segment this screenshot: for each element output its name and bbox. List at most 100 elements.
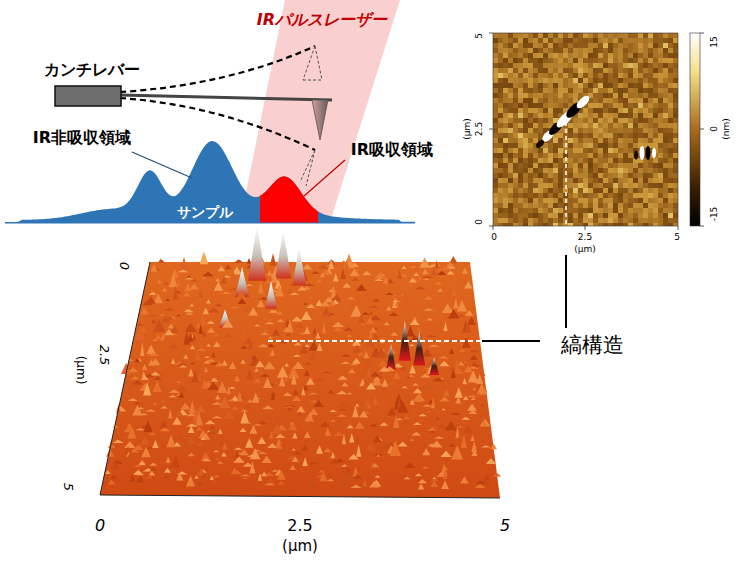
afm-pixel [633,223,639,226]
afm-pixel [618,223,624,226]
afm-pixel [523,43,529,49]
afm-pixel [593,203,599,209]
afm-pixel [523,153,529,159]
afm-pixel [628,78,634,84]
surface-texture [421,276,433,278]
surface-texture [424,296,434,300]
surface-peak [429,357,439,375]
afm-pixel [528,158,534,164]
afm-pixel [583,43,589,49]
afm-pixel [643,183,649,189]
afm-pixel [608,68,614,74]
afm-pixel [638,103,644,109]
surface-texture [247,258,252,264]
afm-pixel [568,53,574,59]
surface-texture [366,356,374,369]
afm-pixel [643,88,649,94]
afm-pixel [638,98,644,104]
afm-pixel [593,63,599,69]
afm-pixel [603,208,609,214]
afm-pixel [583,203,589,209]
afm-pixel [623,68,629,74]
afm-pixel [613,128,619,134]
afm-pixel [608,203,614,209]
afm-pixel [583,158,589,164]
afm-pixel [543,63,549,69]
afm-pixel [633,33,639,39]
afm-pixel [588,218,594,224]
afm-pixel [663,88,669,94]
surface-texture [337,375,347,379]
afm-pixel [543,203,549,209]
afm-pixel [663,103,669,109]
afm-pixel [528,208,534,214]
afm-pixel [673,163,678,169]
afm-pixel [538,48,544,54]
afm-pixel [548,103,554,109]
afm-pixel [603,153,609,159]
afm-pixel [633,128,639,134]
surface-texture [357,318,365,323]
afm-pixel [558,53,564,59]
ir-absorbing-region [260,176,318,223]
afm-pixel [493,68,499,74]
afm-pixel [633,123,639,129]
surface-texture [244,337,253,344]
surface-texture [361,323,366,326]
afm-pixel [648,88,654,94]
afm-pixel [553,168,559,174]
afm-pixel [623,48,629,54]
afm-pixel [508,223,514,226]
afm-pixel [633,63,639,69]
afm-pixel [523,168,529,174]
afm-pixel [598,93,604,99]
afm-pixel [663,218,669,224]
afm-pixel [633,193,639,199]
afm-pixel [498,88,504,94]
afm-pixel [513,83,519,89]
surface-texture [392,303,398,308]
afm-pixel [518,138,524,144]
afm-pixel [653,183,659,189]
afm-pixel [508,198,514,204]
afm-pixel [633,218,639,224]
afm-pixel [568,198,574,204]
afm-pixel [628,43,634,49]
afm-pixel [518,43,524,49]
afm-pixel [563,73,569,79]
afm-pixel [598,98,604,104]
surface-texture [229,306,240,308]
afm-pixel [548,143,554,149]
afm-pixel [603,138,609,144]
afm-pixel [503,188,509,194]
afm-pixel [553,73,559,79]
afm-pixel [633,203,639,209]
afm-pixel [598,153,604,159]
afm-pixel [543,183,549,189]
afm-pixel [623,158,629,164]
afm-pixel [603,173,609,179]
afm-pixel [608,73,614,79]
afm-pixel [623,183,629,189]
afm-pixel [518,33,524,39]
afm-pixel [643,43,649,49]
afm-pixel [628,133,634,139]
afm-pixel [498,58,504,64]
afm-pixel [523,128,529,134]
surface-texture [437,271,447,275]
afm-pixel [543,83,549,89]
surface-texture [366,383,376,390]
afm-pixel [673,143,678,149]
afm-pixel [573,188,579,194]
afm-pixel [543,48,549,54]
surface-texture [389,312,398,316]
surface-texture [270,350,275,356]
surface-peak [265,281,277,309]
surface-texture [161,339,168,342]
afm-pixel [568,98,574,104]
afm-pixel [573,208,579,214]
afm-pixel [668,143,674,149]
afm-pixel [633,178,639,184]
afm-pixel [628,83,634,89]
